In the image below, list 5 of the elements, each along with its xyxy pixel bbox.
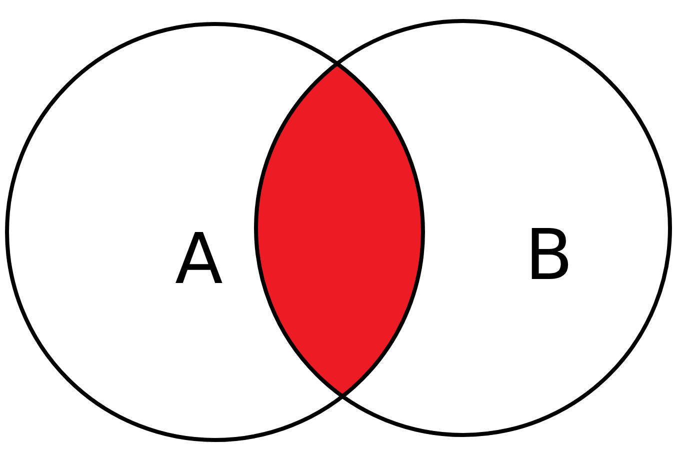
- set-circle: [5, 22, 425, 442]
- set-label: A: [175, 224, 223, 294]
- intersection-region: [256, 64, 423, 396]
- set-circle: [254, 19, 672, 437]
- set-label: B: [525, 220, 574, 290]
